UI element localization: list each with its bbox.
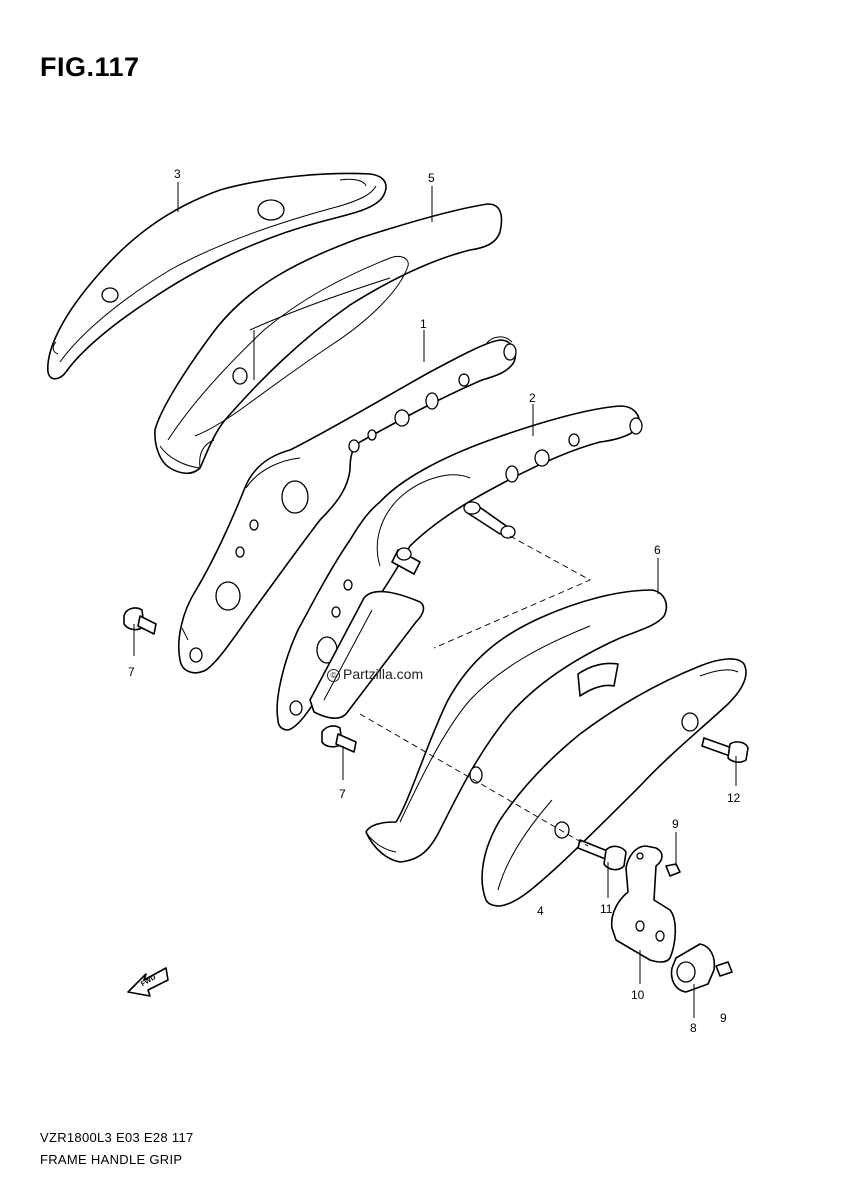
callout-9-upper: 9: [672, 817, 679, 831]
copyright-icon: ©: [327, 669, 340, 682]
assembly-lines: [359, 535, 592, 847]
watermark-text: Partzilla.com: [343, 666, 424, 682]
watermark: ©Partzilla.com: [327, 666, 423, 682]
callout-7-lower: 7: [339, 787, 346, 801]
callout-1: 1: [420, 317, 427, 331]
callout-6: 6: [654, 543, 661, 557]
part-2-frame: [276, 405, 643, 731]
callout-8: 8: [690, 1021, 697, 1035]
part-5-cover: [154, 203, 503, 475]
callout-2: 2: [529, 391, 536, 405]
diagram-code: VZR1800L3 E03 E28 117: [40, 1130, 194, 1145]
callout-4: 4: [537, 904, 544, 918]
part-8-clamp: [670, 943, 716, 993]
callout-7-upper: 7: [128, 665, 135, 679]
callout-5: 5: [428, 171, 435, 185]
part-7-bolt-upper: [123, 607, 157, 635]
part-12-bolt: [701, 737, 749, 763]
fwd-arrow-icon: FWD: [127, 967, 169, 997]
part-4-cover: [481, 658, 747, 907]
callout-11: 11: [600, 902, 613, 916]
part-6-cover: [365, 589, 668, 863]
leader-lines: [133, 182, 737, 1018]
part-7-bolt-lower: [321, 725, 357, 753]
callout-3: 3: [174, 167, 181, 181]
part-9-screw-lower: [715, 961, 733, 977]
part-1-frame: [177, 336, 517, 674]
callout-12: 12: [727, 791, 741, 805]
diagram-name: FRAME HANDLE GRIP: [40, 1152, 183, 1167]
part-9-screw-upper: [665, 863, 681, 877]
callout-9-lower: 9: [720, 1011, 727, 1025]
callout-10: 10: [631, 988, 645, 1002]
figure-title: FIG.117: [40, 52, 140, 82]
part-3-cover: [47, 172, 387, 380]
part-10-bracket: [610, 845, 677, 963]
